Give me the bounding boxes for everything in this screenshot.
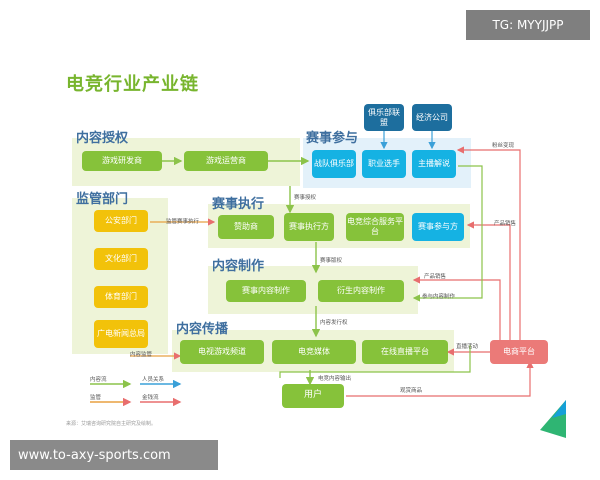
node-event-executor[interactable]: 赛事执行方 — [284, 213, 334, 241]
watermark-top: TG: MYYJJPP — [466, 10, 590, 40]
node-radio-tv[interactable]: 广电新闻总局 — [94, 320, 148, 348]
node-event-content-production[interactable]: 赛事内容制作 — [226, 280, 306, 302]
label-product-sales-2: 产品销售 — [424, 274, 447, 280]
watermark-bottom: www.to-axy-sports.com — [10, 440, 218, 470]
section-title-content-distribution: 内容传播 — [176, 322, 229, 337]
section-title-regulators: 监管部门 — [76, 192, 129, 207]
label-fan-monetization: 粉丝变现 — [492, 143, 515, 149]
legend-supervision: 监管 — [90, 395, 102, 401]
label-product-sales-1: 产品销售 — [494, 221, 517, 227]
node-user[interactable]: 用户 — [282, 384, 344, 408]
node-live-platform[interactable]: 在线直播平台 — [362, 340, 448, 364]
node-culture[interactable]: 文化部门 — [94, 248, 148, 270]
label-event-authorization: 赛事授权 — [294, 195, 317, 201]
label-live-activity: 直播活动 — [456, 344, 479, 350]
section-title-event-execution: 赛事执行 — [212, 197, 265, 212]
node-police[interactable]: 公安部门 — [94, 210, 148, 232]
node-esports-platform[interactable]: 电竞综合服务平台 — [346, 213, 404, 241]
node-club-league[interactable]: 俱乐部联盟 — [364, 104, 404, 131]
page-title: 电竞行业产业链 — [66, 74, 199, 95]
node-esports-media[interactable]: 电竞媒体 — [272, 340, 356, 364]
node-sponsor[interactable]: 赞助商 — [218, 215, 274, 239]
legend-content-flow: 内容流 — [90, 377, 107, 383]
legend-personnel: 人员关系 — [142, 377, 165, 383]
node-event-participant[interactable]: 赛事参与方 — [412, 213, 464, 241]
section-title-content-auth: 内容授权 — [76, 131, 129, 146]
node-game-developer[interactable]: 游戏研发商 — [82, 151, 162, 171]
node-ecommerce[interactable]: 电商平台 — [490, 340, 548, 364]
label-content-supervision: 内容监管 — [130, 352, 153, 358]
label-content-output: 电竞内容输出 — [318, 376, 352, 382]
label-event-rights: 赛事版权 — [320, 258, 343, 264]
node-sports[interactable]: 体育部门 — [94, 286, 148, 308]
section-title-event-participation: 赛事参与 — [306, 131, 359, 146]
node-pro-player[interactable]: 职业选手 — [362, 150, 406, 178]
legend-money-flow: 金钱流 — [142, 395, 159, 401]
node-derivative-content[interactable]: 衍生内容制作 — [318, 280, 404, 302]
node-tv-game-channel[interactable]: 电视游戏频道 — [180, 340, 264, 364]
node-economic-company[interactable]: 经济公司 — [412, 104, 452, 131]
node-game-operator[interactable]: 游戏运营商 — [184, 151, 268, 171]
label-buy-products: 观赏商品 — [400, 388, 423, 394]
node-team-club[interactable]: 战队俱乐部 — [312, 150, 356, 178]
label-supervise-execution: 监管赛事执行 — [166, 219, 200, 225]
label-participate-production: 参与内容制作 — [422, 294, 456, 300]
node-host-commentator[interactable]: 主播解说 — [412, 150, 456, 178]
label-content-release: 内容发行权 — [320, 320, 348, 326]
section-title-content-production: 内容制作 — [212, 259, 265, 274]
source-note: 来源：艾瑞咨询研究院自主研究及绘制。 — [66, 421, 157, 427]
